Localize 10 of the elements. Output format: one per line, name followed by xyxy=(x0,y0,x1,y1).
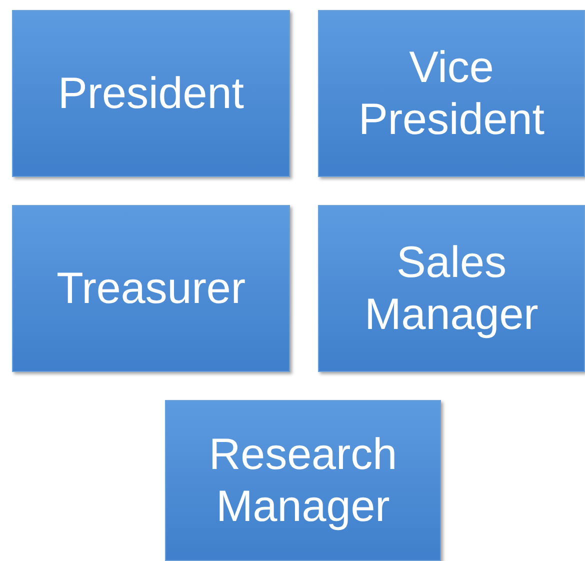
role-label: Sales Manager xyxy=(364,236,540,340)
role-label: Treasurer xyxy=(56,262,246,314)
role-label: President xyxy=(58,68,244,120)
role-label: Vice President xyxy=(358,42,546,146)
title-box xyxy=(165,400,441,561)
role-label: Research Manager xyxy=(208,428,398,532)
title-box xyxy=(12,10,290,177)
title-box xyxy=(318,205,585,372)
title-box xyxy=(318,10,585,177)
title-box xyxy=(12,205,290,372)
